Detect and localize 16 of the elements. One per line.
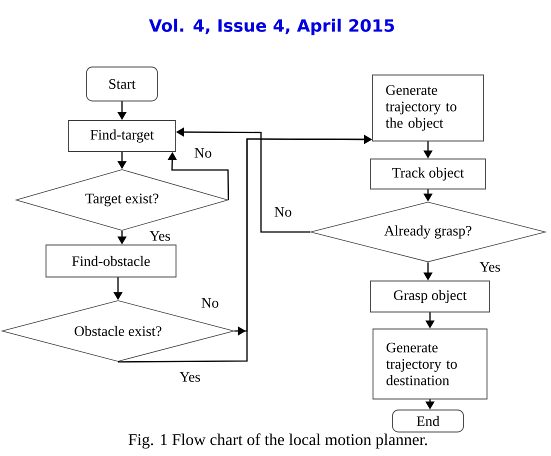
process-box: Grasp object [370,280,490,312]
process-box: Find-target [68,120,176,152]
edge-label: No [200,297,220,309]
process-box: Generate trajectory to the object [372,74,484,142]
terminal-box: Start [86,66,158,102]
terminal-box: End [392,410,464,432]
caption: Fig. 1 Flow chart of the local motion planner. [128,433,427,449]
edge-label: Yes [178,371,202,383]
process-box: Track object [370,158,486,190]
edge-label: No [273,206,293,218]
edge-label: Yes [478,261,502,273]
edge-label: No [193,147,213,159]
process-box: Generate trajectory to destination [372,328,488,400]
process-box: Find-obstacle [46,244,176,278]
edge-label: Yes [148,230,172,242]
header-text: Vol. 4, Issue 4, April 2015 [148,18,394,36]
